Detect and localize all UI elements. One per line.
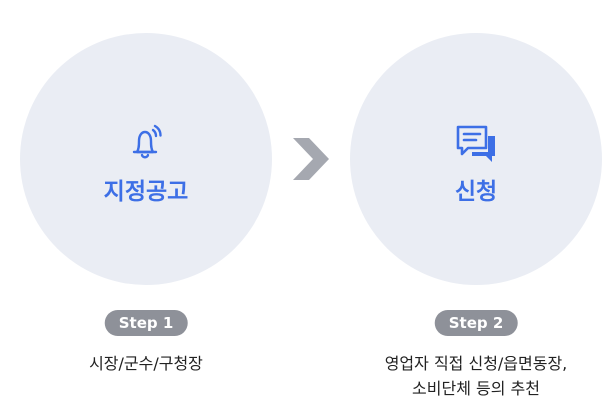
step-2-badge: Step 2 [434,310,518,336]
step-2-description-line-1: 영업자 직접 신청/읍면동장, [384,354,568,373]
chevron-right-icon [293,138,329,180]
step-1-description-line: 시장/군수/구청장 [89,354,203,373]
step-1-badge: Step 1 [104,310,188,336]
step-1-title: 지정공고 [103,178,189,205]
step-1-circle: 지정공고 [20,33,272,285]
chat-bubbles-icon [456,125,495,162]
step-2-description: 영업자 직접 신청/읍면동장, 소비단체 등의 추천 [336,351,613,401]
step-2-description-line-2: 소비단체 등의 추천 [412,379,540,398]
step-2-title: 신청 [454,178,498,205]
step-1-description: 시장/군수/구청장 [6,351,286,376]
step-2-circle: 신청 [350,33,602,285]
bell-ringing-icon [132,124,162,158]
